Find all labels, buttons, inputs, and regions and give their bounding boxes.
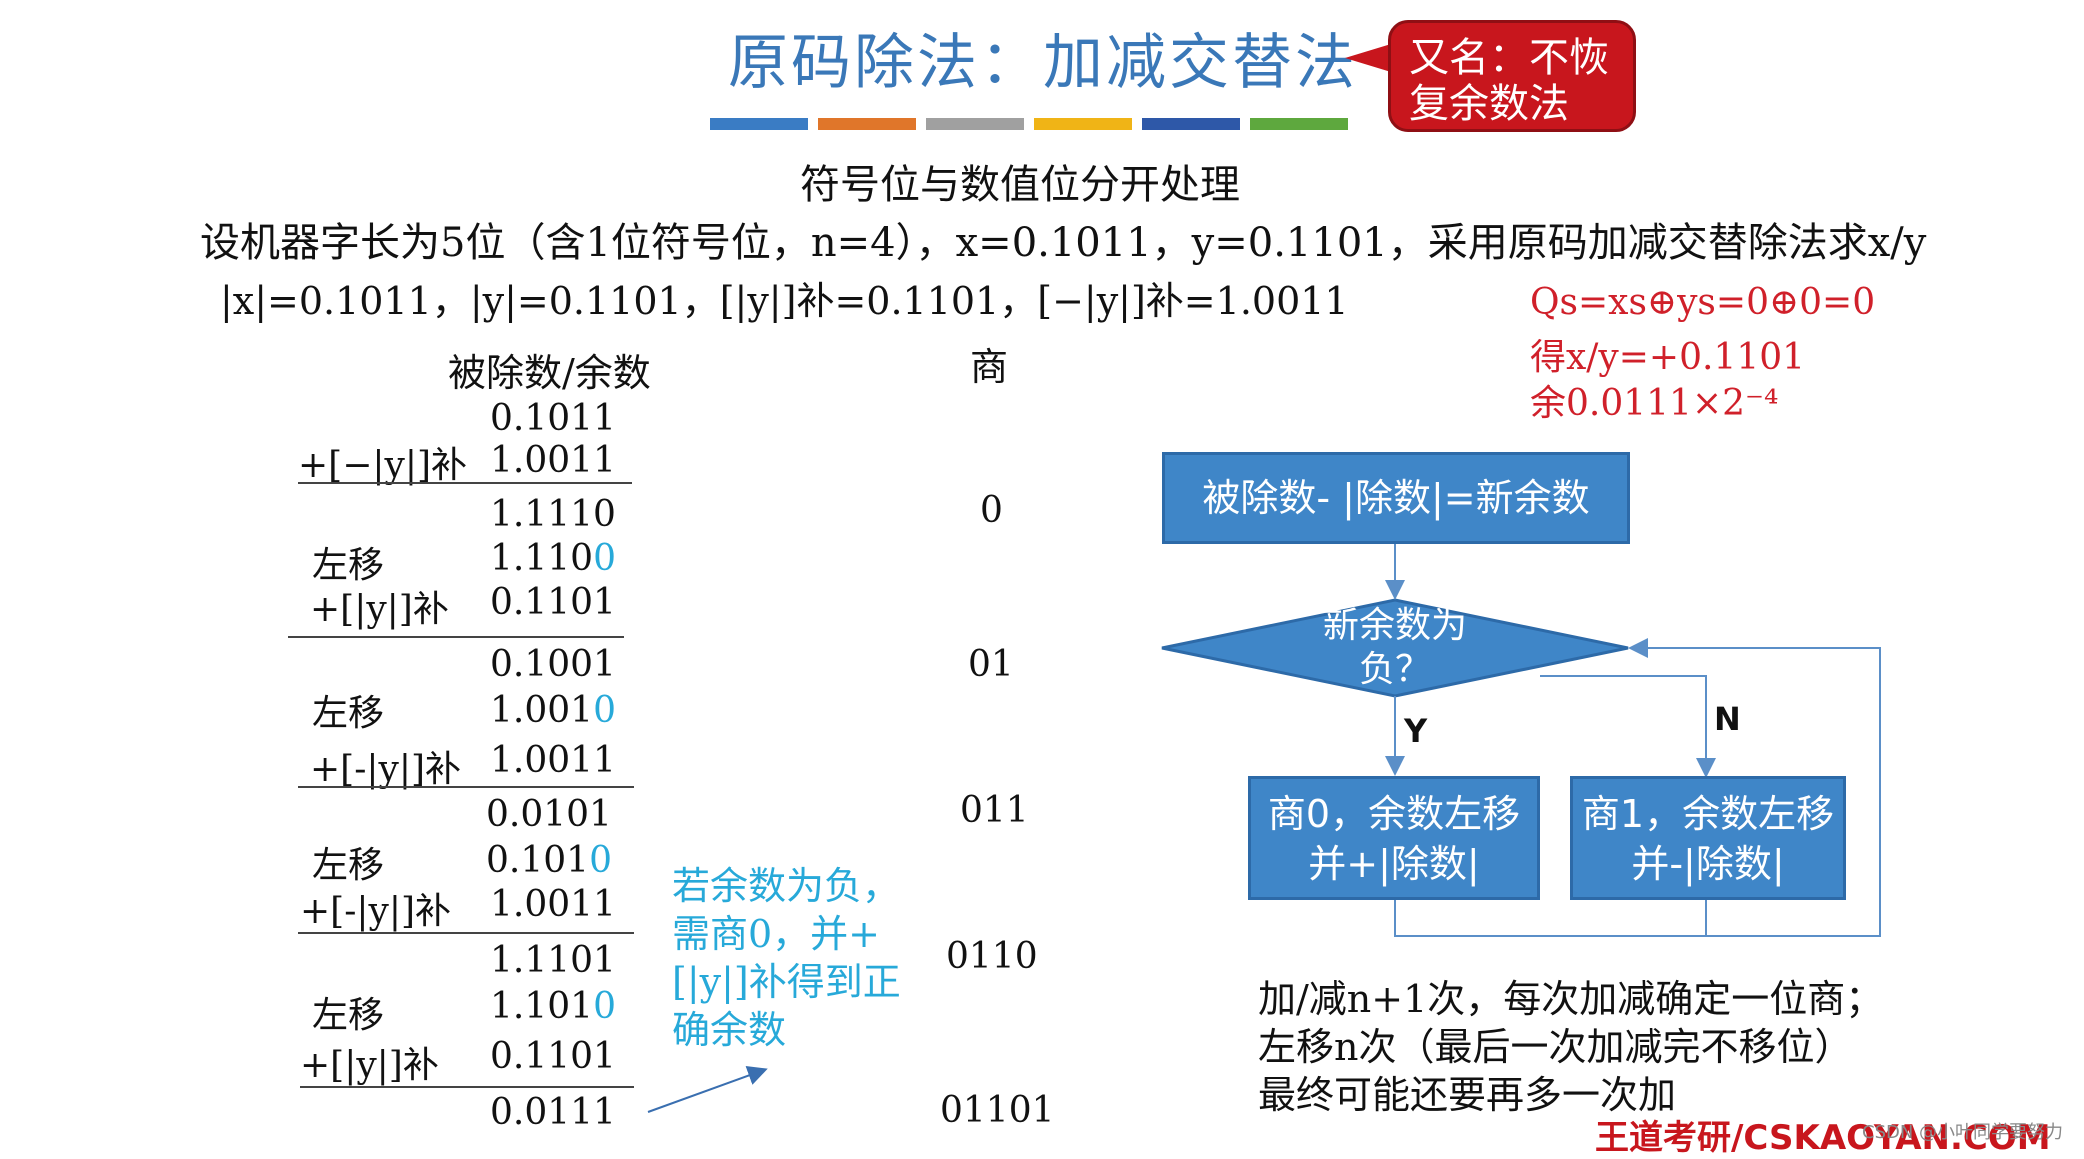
value-row: 1.1010 bbox=[490, 986, 616, 1027]
quotient-header: 商 bbox=[970, 345, 1009, 389]
value-row: 0.1010 bbox=[486, 840, 612, 881]
summary-block: 加/减n+1次，每次加减确定一位商； 左移n次（最后一次加减完不移位） 最终可能… bbox=[1258, 975, 1883, 1119]
quotient-zero-box: 商0，余数左移并+|除数| bbox=[1248, 776, 1540, 900]
divider bbox=[298, 932, 634, 934]
value-row: 1.0011 bbox=[490, 884, 616, 925]
op-label: 左移 bbox=[312, 693, 385, 734]
yes-label: Y bbox=[1404, 712, 1428, 750]
color-bar-4 bbox=[1034, 118, 1132, 130]
value-row: 0.1101 bbox=[490, 582, 616, 623]
op-label: +[-|y|]补 bbox=[300, 891, 452, 932]
op-label: 左移 bbox=[312, 845, 385, 886]
quotient-value: 0 bbox=[980, 490, 1003, 531]
given-values: |x|=0.1011，|y|=0.1101，[|y|]补=0.1101，[−|y… bbox=[220, 279, 1349, 323]
color-bar-3 bbox=[926, 118, 1024, 130]
value-row: 1.1101 bbox=[490, 940, 616, 981]
value-row: 1.0010 bbox=[490, 690, 616, 731]
no-label: N bbox=[1714, 700, 1741, 738]
quotient-one-box: 商1，余数左移并-|除数| bbox=[1570, 776, 1846, 900]
op-label: 左移 bbox=[312, 995, 385, 1036]
op-label: 左移 bbox=[312, 545, 385, 586]
quotient-value: 01101 bbox=[940, 1090, 1055, 1131]
slide-title: 原码除法：加减交替法 bbox=[728, 28, 1358, 98]
dividend-header: 被除数/余数 bbox=[448, 351, 651, 395]
color-bar-1 bbox=[710, 118, 808, 130]
quotient-value: 0110 bbox=[946, 936, 1038, 977]
color-bar-2 bbox=[818, 118, 916, 130]
note-pointer bbox=[647, 1066, 768, 1113]
problem-statement: 设机器字长为5位（含1位符号位，n=4），x=0.1011，y=0.1101，采… bbox=[200, 220, 1927, 266]
color-bar-5 bbox=[1142, 118, 1240, 130]
negative-remainder-note: 若余数为负，需商0，并+[|y|]补得到正确余数 bbox=[672, 864, 901, 1052]
subtract-box: 被除数- |除数|=新余数 bbox=[1162, 452, 1630, 544]
op-label: +[-|y|]补 bbox=[310, 749, 462, 790]
value-row: 1.0011 bbox=[490, 740, 616, 781]
summary-line: 左移n次（最后一次加减完不移位） bbox=[1258, 1025, 1853, 1069]
value-row: 0.1011 bbox=[490, 398, 616, 439]
remainder-result: 余0.0111×2⁻⁴ bbox=[1530, 383, 1779, 424]
watermark: CSDN @小叶同学要努力 bbox=[1862, 1122, 2064, 1143]
value-row: 0.1101 bbox=[490, 1036, 616, 1077]
divider bbox=[298, 786, 634, 788]
subtitle: 符号位与数值位分开处理 bbox=[800, 162, 1240, 208]
quotient-result: 得x/y=+0.1101 bbox=[1530, 337, 1806, 378]
divider bbox=[288, 636, 624, 638]
value-row: 0.1001 bbox=[490, 644, 616, 685]
value-row: 0.0111 bbox=[490, 1092, 616, 1133]
quotient-value: 011 bbox=[960, 790, 1029, 831]
divider bbox=[298, 482, 632, 484]
value-row: 1.1100 bbox=[490, 538, 616, 579]
alias-callout: 又名：不恢复余数法 bbox=[1388, 20, 1636, 132]
op-label: +[|y|]补 bbox=[300, 1045, 439, 1086]
loop-connector bbox=[1394, 638, 1881, 937]
color-bar-6 bbox=[1250, 118, 1348, 130]
value-row: 1.1110 bbox=[490, 494, 616, 535]
summary-line: 最终可能还要再多一次加 bbox=[1258, 1073, 1677, 1117]
quotient-value: 01 bbox=[968, 644, 1014, 685]
divider bbox=[300, 1086, 634, 1088]
op-label: +[−|y|]补 bbox=[298, 445, 468, 486]
sign-result: Qs=xs⊕ys=0⊕0=0 bbox=[1530, 282, 1876, 323]
op-label: +[|y|]补 bbox=[310, 589, 449, 630]
value-row: 0.0101 bbox=[486, 794, 612, 835]
bubble-tail bbox=[1345, 44, 1391, 72]
decision-label: 新余数为负？ bbox=[1322, 605, 1467, 690]
connector bbox=[1540, 675, 1716, 778]
value-row: 1.0011 bbox=[490, 440, 616, 481]
summary-line: 加/减n+1次，每次加减确定一位商； bbox=[1258, 977, 1884, 1021]
